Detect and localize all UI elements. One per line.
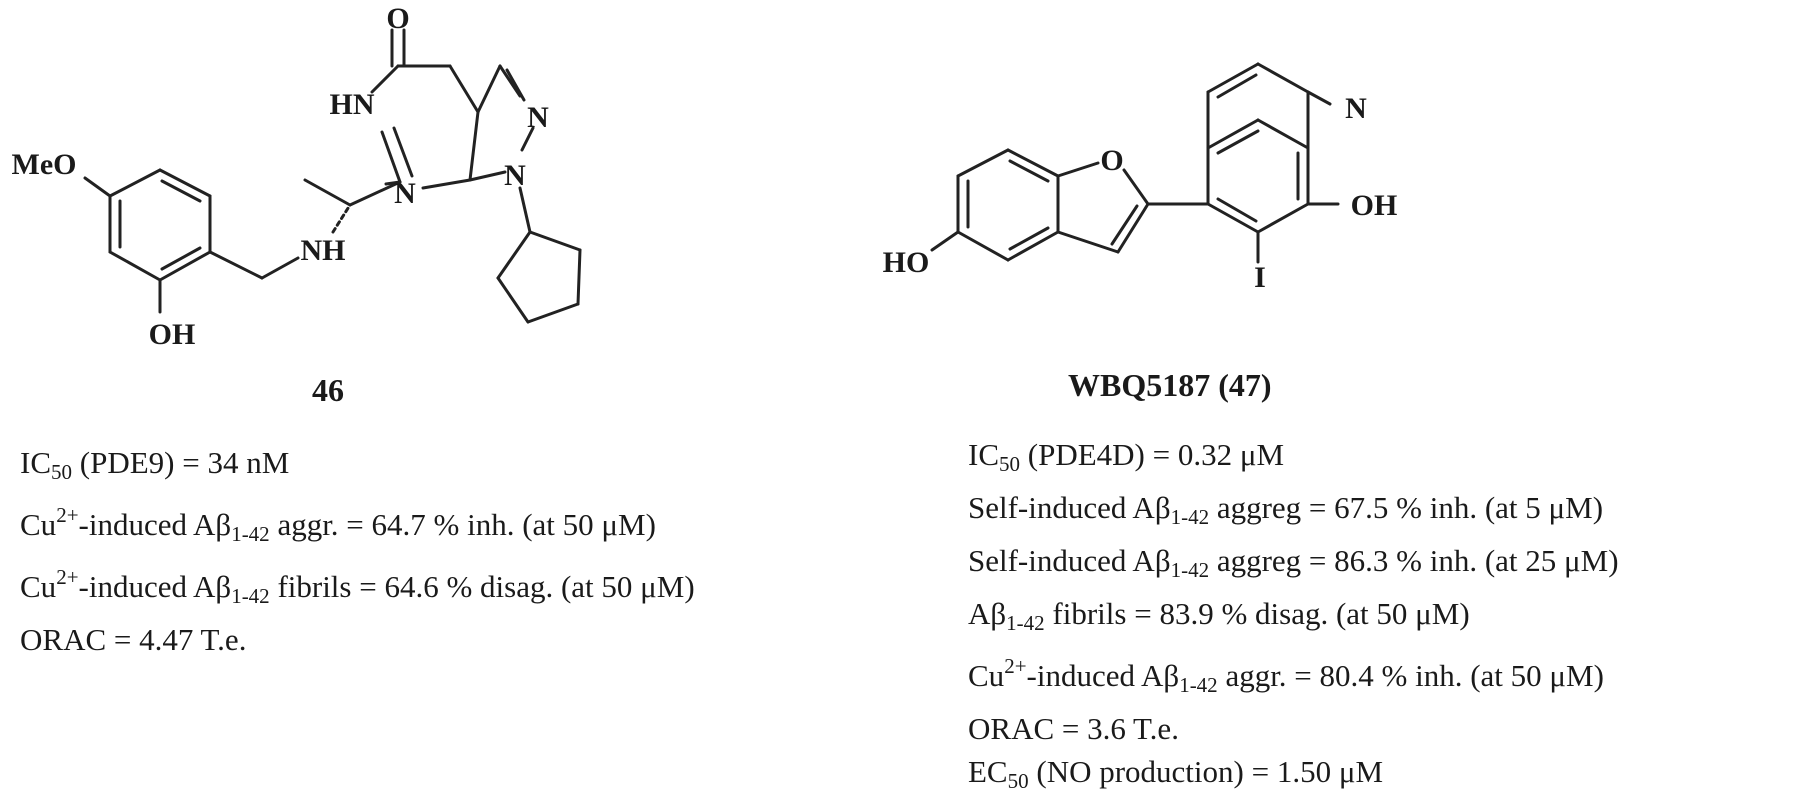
property-line: Cu2+-induced Aβ1-42 aggr. = 80.4 % inh. …: [968, 654, 1604, 697]
chiral-to-ring-bond: [348, 180, 402, 207]
quinoline-phenol-ring: [1206, 118, 1310, 234]
atom-hydroxyl: OH: [149, 318, 196, 351]
atom-methoxy: MeO: [12, 148, 77, 181]
pyrazole-ring-46: [468, 64, 535, 182]
property-line: Aβ1-42 fibrils = 83.9 % disag. (at 50 μM…: [968, 596, 1470, 635]
property-line: ORAC = 4.47 T.e.: [20, 622, 247, 657]
atom-furan-o: O: [1100, 144, 1123, 177]
cyclopentyl-ring: [496, 230, 582, 324]
atom-benzofuran-ho: HO: [883, 246, 930, 279]
methyl-bond: [303, 178, 352, 207]
atom-pyrazole-n-bottom: N: [504, 159, 526, 192]
furan-ring: [1056, 161, 1150, 254]
property-line: IC50 (PDE9) = 34 nM: [20, 445, 290, 484]
atom-amine-nh: NH: [301, 234, 346, 267]
properties-list-47: IC50 (PDE4D) = 0.32 μM Self-induced Aβ1-…: [968, 433, 1619, 803]
structures-canvas: O HN N N N NH MeO OH: [12, 2, 1398, 351]
property-line: ORAC = 3.6 T.e.: [968, 711, 1179, 746]
compound-name-46: 46: [312, 372, 344, 408]
atom-iodo: I: [1254, 261, 1266, 294]
benzene-ring-46: [108, 168, 212, 282]
n-cyclopentyl-bond: [518, 186, 532, 234]
atom-quinoline-oh: OH: [1351, 189, 1398, 222]
quinoline-pyridine-ring: [1206, 62, 1332, 150]
benzofuran-benzene-ring: [956, 148, 1060, 262]
ch2-nh-bond: [260, 256, 300, 280]
property-line: Cu2+-induced Aβ1-42 fibrils = 64.6 % dis…: [20, 565, 695, 608]
atom-pyrimidine-n: N: [394, 177, 416, 210]
structure-46: O HN N N N NH MeO OH: [12, 2, 582, 351]
structure-47: N O OH I HO: [883, 62, 1398, 294]
property-line: Self-induced Aβ1-42 aggreg = 67.5 % inh.…: [968, 490, 1604, 529]
atom-pyrazole-n-top: N: [527, 101, 549, 134]
compound-name-47: WBQ5187 (47): [1068, 367, 1272, 403]
benzofuran-hydroxyl-bond: [930, 230, 960, 252]
atom-quinoline-n: N: [1345, 92, 1367, 125]
property-line: EC50 (NO production) = 1.50 μM: [968, 754, 1384, 793]
property-line: Self-induced Aβ1-42 aggreg = 86.3 % inh.…: [968, 543, 1619, 582]
properties-list-46: IC50 (PDE9) = 34 nM Cu2+-induced Aβ1-42 …: [20, 441, 695, 661]
hashed-wedge-bond: [331, 203, 352, 234]
atom-carbonyl-o: O: [386, 2, 409, 35]
benzyl-bond: [208, 250, 264, 280]
atom-amide-nh: HN: [330, 88, 375, 121]
property-line: IC50 (PDE4D) = 0.32 μM: [968, 437, 1285, 476]
methoxy-bond: [83, 176, 112, 198]
property-line: Cu2+-induced Aβ1-42 aggr. = 64.7 % inh. …: [20, 503, 656, 546]
pyrimidinone-ring-46: [370, 64, 480, 190]
